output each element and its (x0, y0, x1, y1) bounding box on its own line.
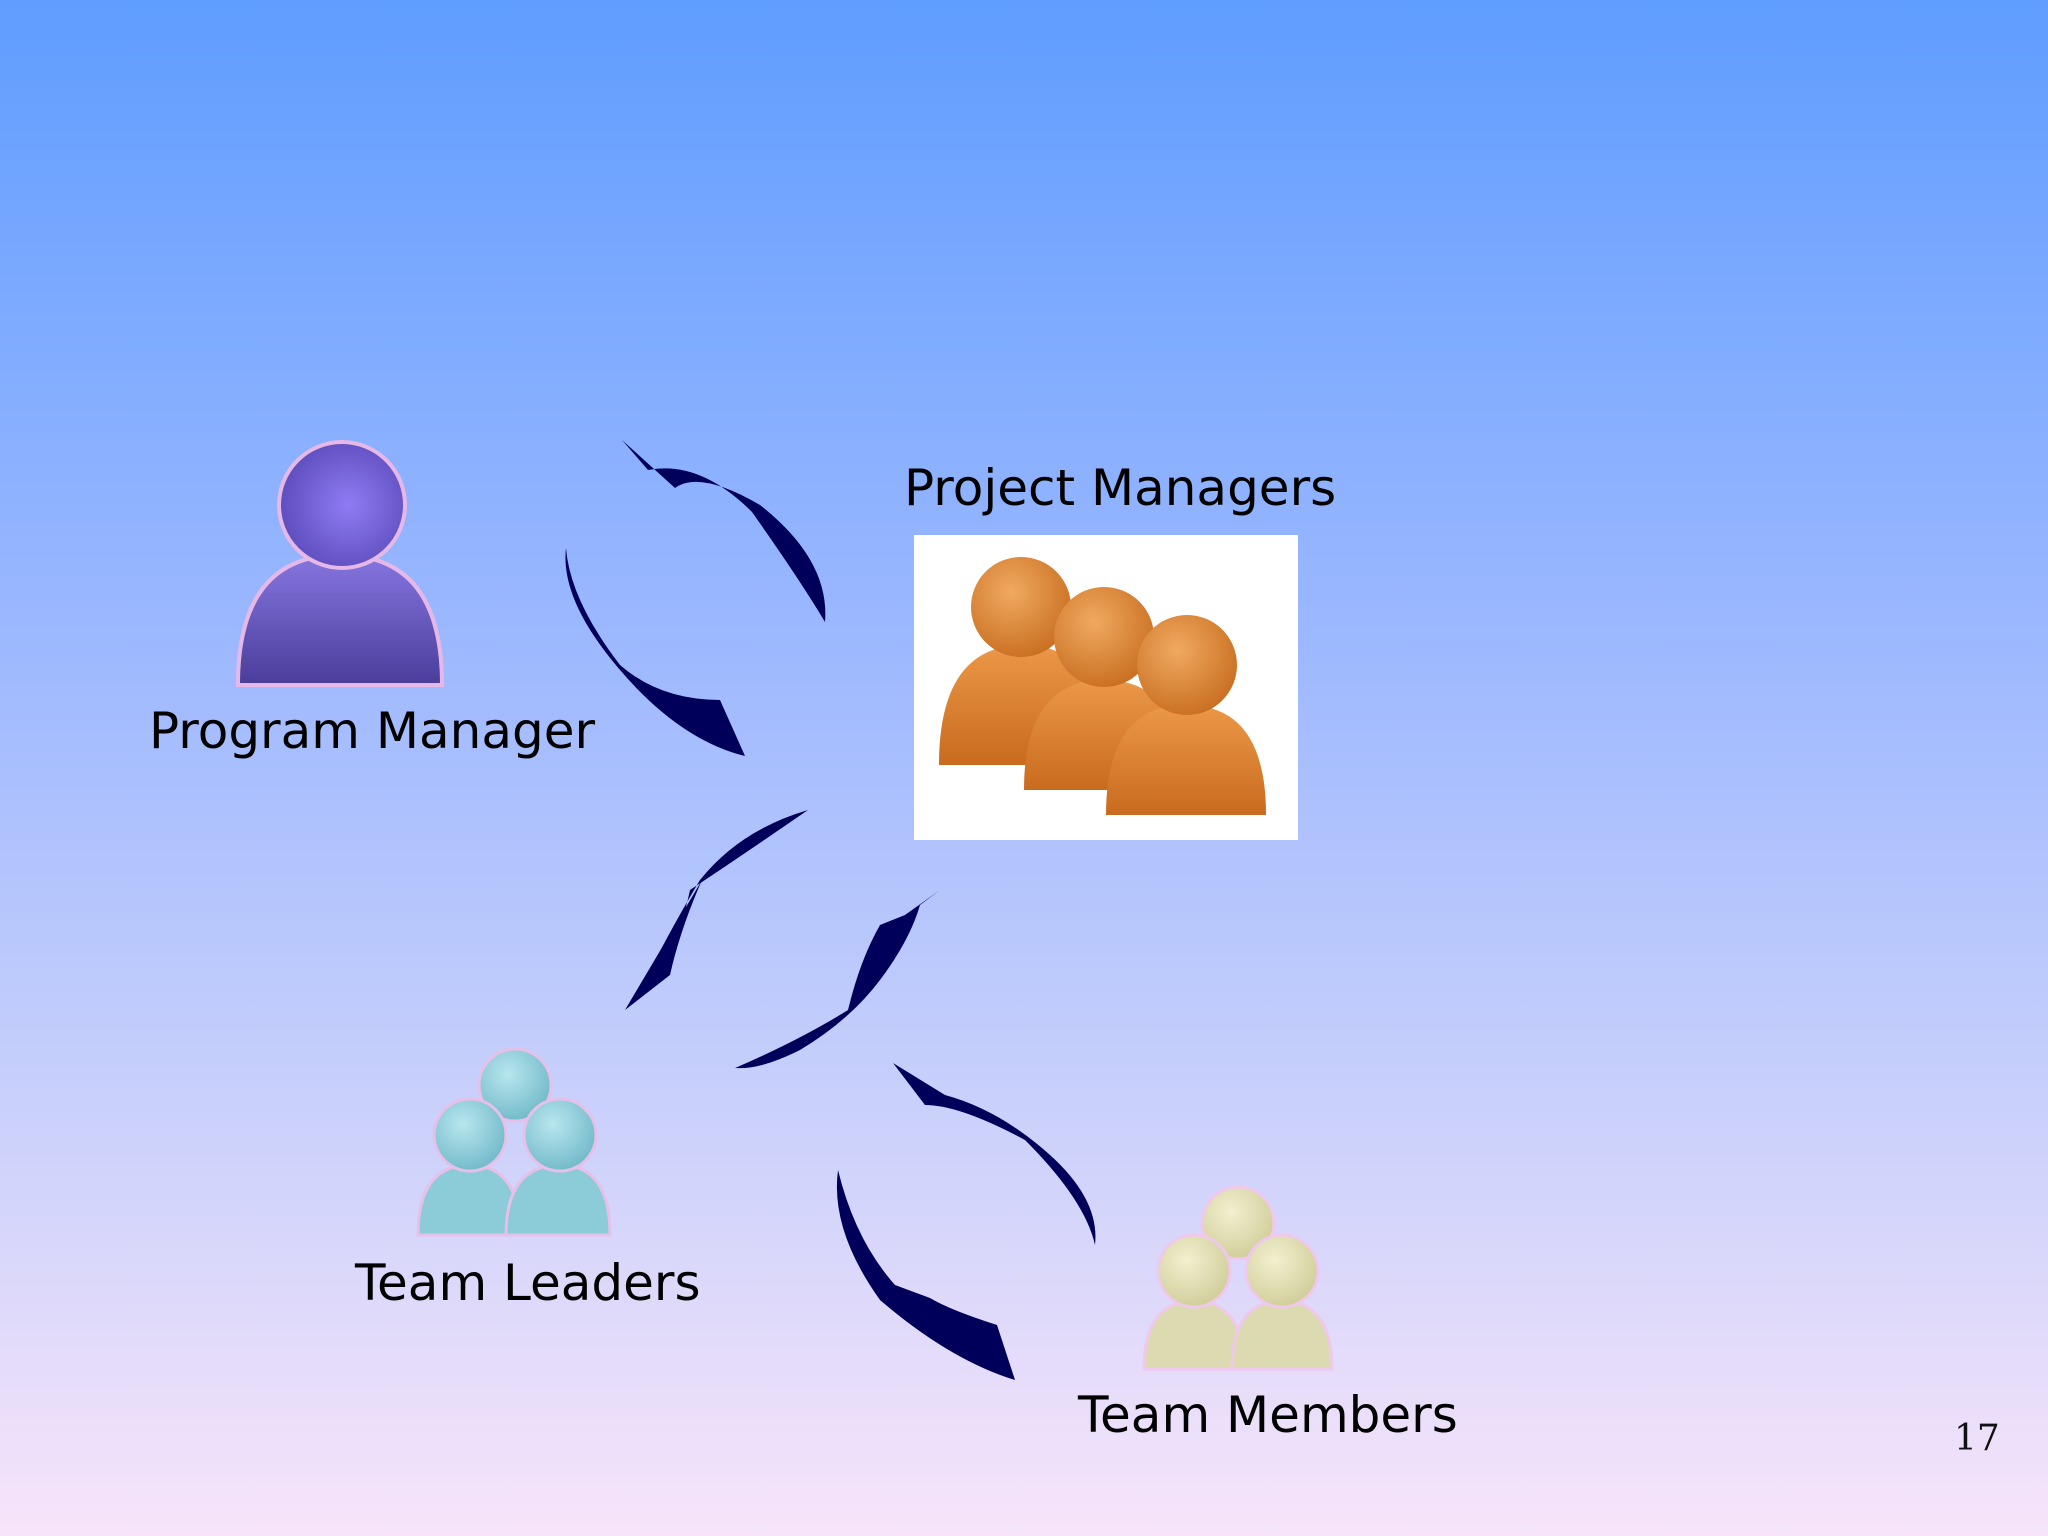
team-leaders-label: Team Leaders (355, 1254, 701, 1312)
arrow-tl-to-pms-2 (735, 890, 940, 1069)
arrow-pm-to-pms (622, 440, 826, 622)
program-manager-person-icon (230, 435, 450, 695)
team-members-label: Team Members (1078, 1386, 1458, 1444)
arrow-tm-to-tl (836, 1170, 1015, 1380)
project-managers-label: Project Managers (904, 459, 1337, 517)
team-leaders-group-icon (410, 1045, 615, 1240)
arrow-tl-to-tm (893, 1063, 1096, 1245)
arrow-pms-to-pm (565, 548, 745, 756)
arrow-tl-to-pms (625, 880, 702, 1010)
project-managers-image (914, 535, 1298, 840)
team-members-group-icon (1138, 1183, 1338, 1373)
program-manager-label: Program Manager (149, 702, 596, 760)
group-of-three-icon (939, 557, 1266, 815)
page-number: 17 (1954, 1418, 2000, 1459)
